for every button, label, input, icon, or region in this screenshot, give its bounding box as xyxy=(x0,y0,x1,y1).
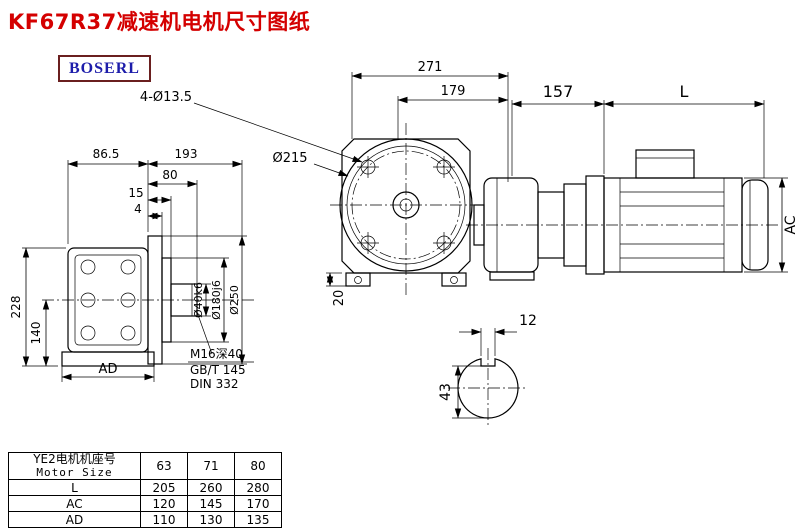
dim-L: L xyxy=(680,82,689,101)
dim-flange-diameter: Ø250 xyxy=(228,285,241,315)
value-L-71: 260 xyxy=(187,479,235,497)
note-din-standard: DIN 332 xyxy=(190,377,238,391)
row-label-AC: AC xyxy=(8,495,141,513)
dim-228: 228 xyxy=(9,296,23,319)
note-thread: M16深40 xyxy=(190,347,243,361)
motor-size-table: YE2电机机座号 Motor Size 63 71 80 L 205 260 2… xyxy=(8,451,282,529)
row-label-L: L xyxy=(8,479,141,497)
dim-shaft-diameter: Ø40k6 xyxy=(192,282,205,318)
dim-271: 271 xyxy=(418,60,443,75)
value-AD-63: 110 xyxy=(140,511,188,529)
note-gb-standard: GB/T 145 xyxy=(190,363,246,377)
header-label-en: Motor Size xyxy=(36,465,113,479)
table-row-AD: AD 110 130 135 xyxy=(8,511,282,529)
header-label-cell: YE2电机机座号 Motor Size xyxy=(8,451,141,481)
header-col-71: 71 xyxy=(187,451,235,481)
value-AC-71: 145 xyxy=(187,495,235,513)
front-flange-view: 20 271 179 4-Ø13.5 Ø215 xyxy=(140,60,509,307)
dim-193: 193 xyxy=(175,147,198,161)
table-row-L: L 205 260 280 xyxy=(8,479,282,497)
dim-15: 15 xyxy=(128,186,143,200)
value-AD-71: 130 xyxy=(187,511,235,529)
dim-20: 20 xyxy=(332,290,347,307)
row-label-AD: AD xyxy=(8,511,141,529)
dim-43: 43 xyxy=(438,383,454,401)
header-col-80: 80 xyxy=(234,451,282,481)
shaft-section-view: 12 43 xyxy=(438,313,537,428)
dim-spigot-diameter: Ø180j6 xyxy=(210,280,223,320)
brand-logo-box: BOSERL xyxy=(58,55,151,82)
dim-157: 157 xyxy=(543,82,574,101)
dim-AD: AD xyxy=(99,362,118,377)
value-AD-80: 135 xyxy=(234,511,282,529)
dim-86-5: 86.5 xyxy=(93,147,120,161)
header-label-cn: YE2电机机座号 xyxy=(33,452,116,466)
table-row-AC: AC 120 145 170 xyxy=(8,495,282,513)
page-title: KF67R37减速机电机尺寸图纸 xyxy=(8,10,311,34)
value-AC-80: 170 xyxy=(234,495,282,513)
table-header-row: YE2电机机座号 Motor Size 63 71 80 xyxy=(8,451,282,481)
callout-bolt-holes: 4-Ø13.5 xyxy=(140,90,192,105)
left-side-view: 86.5 193 80 15 4 228 140 AD Ø40k6 Ø180j6 xyxy=(9,147,256,391)
dim-80: 80 xyxy=(162,168,177,182)
header-col-63: 63 xyxy=(140,451,188,481)
dim-12: 12 xyxy=(519,313,537,329)
motor-side-view: 157 L AC xyxy=(466,82,799,281)
dim-140: 140 xyxy=(29,322,43,345)
callout-flange-diameter: Ø215 xyxy=(272,151,307,166)
dim-AC: AC xyxy=(783,215,799,234)
brand-logo-text: BOSERL xyxy=(69,60,140,77)
value-L-63: 205 xyxy=(140,479,188,497)
dim-179: 179 xyxy=(441,84,466,99)
dim-4: 4 xyxy=(134,202,142,216)
value-AC-63: 120 xyxy=(140,495,188,513)
value-L-80: 280 xyxy=(234,479,282,497)
